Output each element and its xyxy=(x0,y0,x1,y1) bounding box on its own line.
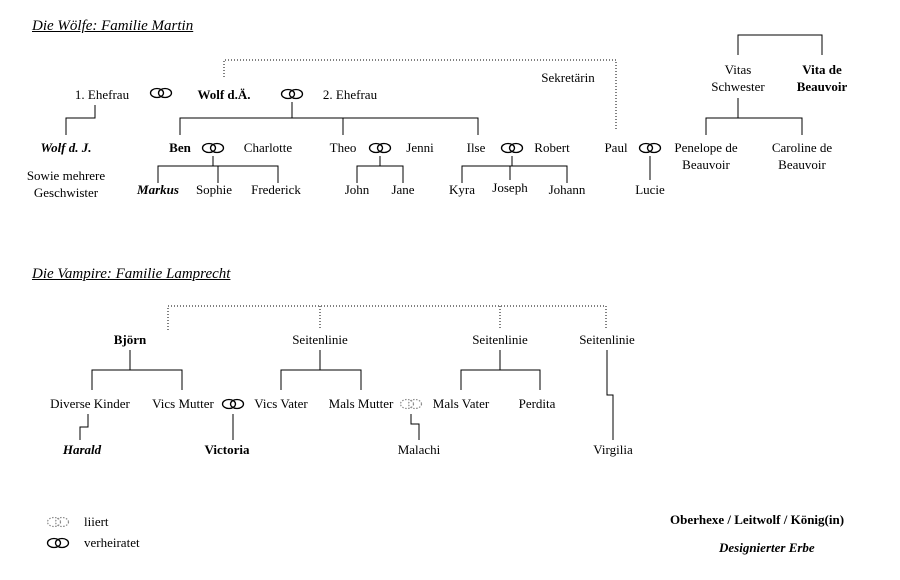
john: John xyxy=(344,182,370,197)
virgilia: Virgilia xyxy=(593,442,633,457)
legend-liiert: liiert xyxy=(84,514,109,529)
married-rings-icon xyxy=(221,398,245,410)
wolves-heading: Die Wölfe: Familie Martin xyxy=(32,18,194,34)
johann: Johann xyxy=(548,182,586,197)
married-rings-icon xyxy=(500,142,524,154)
frederick: Frederick xyxy=(251,182,301,197)
diverse-kinder: Diverse Kinder xyxy=(50,396,130,411)
harald: Harald xyxy=(62,442,102,457)
partner-rings-icon xyxy=(46,516,70,528)
jenni: Jenni xyxy=(406,140,434,155)
markus: Markus xyxy=(137,182,179,197)
legend-oberhexe: Oberhexe / Leitwolf / König(in) xyxy=(670,512,845,527)
ben: Ben xyxy=(169,140,191,155)
siblings-line1: Sowie mehrere xyxy=(26,168,106,183)
second-wife: 2. Ehefrau xyxy=(322,87,378,102)
robert: Robert xyxy=(534,140,570,155)
penelope-line1: Penelope de xyxy=(674,140,738,155)
sekretaerin-label: Sekretärin xyxy=(541,70,595,85)
married-rings-icon xyxy=(638,142,662,154)
caroline-line2: Beauvoir xyxy=(778,157,826,172)
wolf-elder: Wolf d.Ä. xyxy=(197,87,251,102)
married-rings-icon xyxy=(368,142,392,154)
sophie: Sophie xyxy=(195,182,233,197)
married-rings-icon xyxy=(280,88,304,100)
victoria: Victoria xyxy=(204,442,250,457)
charlotte: Charlotte xyxy=(243,140,293,155)
first-wife: 1. Ehefrau xyxy=(74,87,130,102)
legend-verheiratet: verheiratet xyxy=(84,535,140,550)
kyra: Kyra xyxy=(449,182,475,197)
vita-line2: Beauvoir xyxy=(796,79,848,94)
joseph: Joseph xyxy=(492,180,528,195)
seitenlinie-2: Seitenlinie xyxy=(472,332,528,347)
ilse: Ilse xyxy=(466,140,486,155)
lucie: Lucie xyxy=(635,182,665,197)
caroline-line1: Caroline de xyxy=(771,140,833,155)
married-rings-icon xyxy=(201,142,225,154)
penelope-line2: Beauvoir xyxy=(682,157,730,172)
vitas-schwester-line2: Schwester xyxy=(711,79,765,94)
partner-rings-icon xyxy=(399,398,423,410)
perdita: Perdita xyxy=(518,396,556,411)
married-rings-icon xyxy=(149,87,173,99)
legend-erbe: Designierter Erbe xyxy=(719,540,815,555)
bjoern: Björn xyxy=(113,332,147,347)
vita-line1: Vita de xyxy=(802,62,842,77)
vics-mutter: Vics Mutter xyxy=(152,396,214,411)
malachi: Malachi xyxy=(397,442,441,457)
siblings-line2: Geschwister xyxy=(33,185,99,200)
mals-mutter: Mals Mutter xyxy=(328,396,394,411)
seitenlinie-3: Seitenlinie xyxy=(579,332,635,347)
vics-vater: Vics Vater xyxy=(254,396,308,411)
wolf-younger: Wolf d. J. xyxy=(40,140,92,155)
jane: Jane xyxy=(391,182,415,197)
mals-vater: Mals Vater xyxy=(432,396,490,411)
married-rings-icon xyxy=(46,537,70,549)
seitenlinie-1: Seitenlinie xyxy=(292,332,348,347)
vampires-heading: Die Vampire: Familie Lamprecht xyxy=(32,266,231,282)
theo: Theo xyxy=(329,140,357,155)
vitas-schwester-line1: Vitas xyxy=(724,62,752,77)
paul: Paul xyxy=(604,140,628,155)
